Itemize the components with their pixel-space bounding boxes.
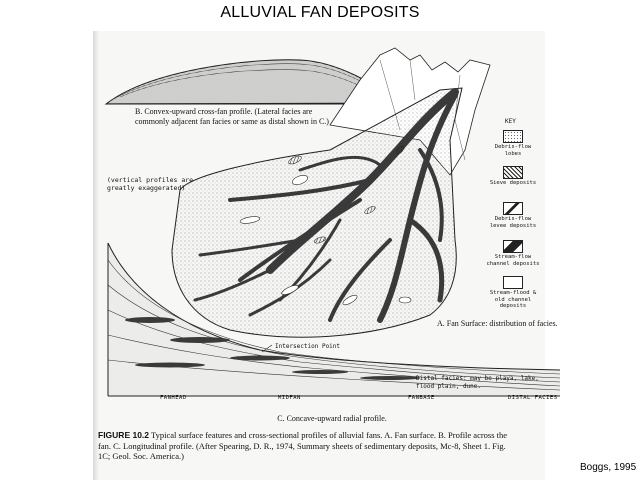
vertical-exaggeration-note: (vertical profiles are greatly exaggerat… (107, 176, 197, 192)
intersection-point-label: Intersection Point (275, 343, 340, 350)
key-item-levee-deposits: Debris-flow levee deposits (485, 202, 541, 229)
source-credit: Boggs, 1995 (580, 462, 636, 473)
key-title: KEY (505, 118, 516, 125)
fan-surface-caption: A. Fan Surface: distribution of facies. (437, 319, 558, 328)
sieve-deposits-swatch (503, 166, 523, 179)
levee-deposits-swatch (503, 202, 523, 215)
key-label: Stream-flow channel deposits (485, 254, 541, 267)
key-label: Stream-flood & old channel deposits (485, 290, 541, 310)
distal-facies-label: Distal facies: may be playa, lake, flood… (416, 375, 556, 391)
key-item-stream-flow: Stream-flow channel deposits (485, 240, 541, 267)
key-item-stream-flood: Stream-flood & old channel deposits (485, 276, 541, 310)
axis-label-midfan: MIDFAN (278, 395, 301, 401)
stream-flood-swatch (503, 276, 523, 289)
key-label: Debris-flow lobes (485, 144, 541, 157)
key-item-debris-flow-lobes: Debris-flow lobes (485, 130, 541, 157)
longitudinal-profile-caption: C. Concave-upward radial profile. (232, 414, 432, 423)
axis-label-fanhead: FANHEAD (160, 395, 187, 401)
key-label: Debris-flow levee deposits (485, 216, 541, 229)
key-item-sieve-deposits: Sieve deposits (485, 166, 541, 187)
axis-label-fanbase: FANBASE (408, 395, 435, 401)
key-label: Sieve deposits (485, 180, 541, 187)
figure-number: FIGURE 10.2 (98, 430, 149, 440)
stream-flow-swatch (503, 240, 523, 253)
figure-caption: FIGURE 10.2 Typical surface features and… (98, 430, 518, 462)
cross-fan-profile-caption: B. Convex-upward cross-fan profile. (Lat… (135, 107, 335, 127)
debris-flow-lobes-swatch (503, 130, 523, 143)
axis-label-distal-facies: DISTAL FACIES (508, 395, 558, 401)
figure-caption-text: Typical surface features and cross-secti… (98, 430, 507, 461)
